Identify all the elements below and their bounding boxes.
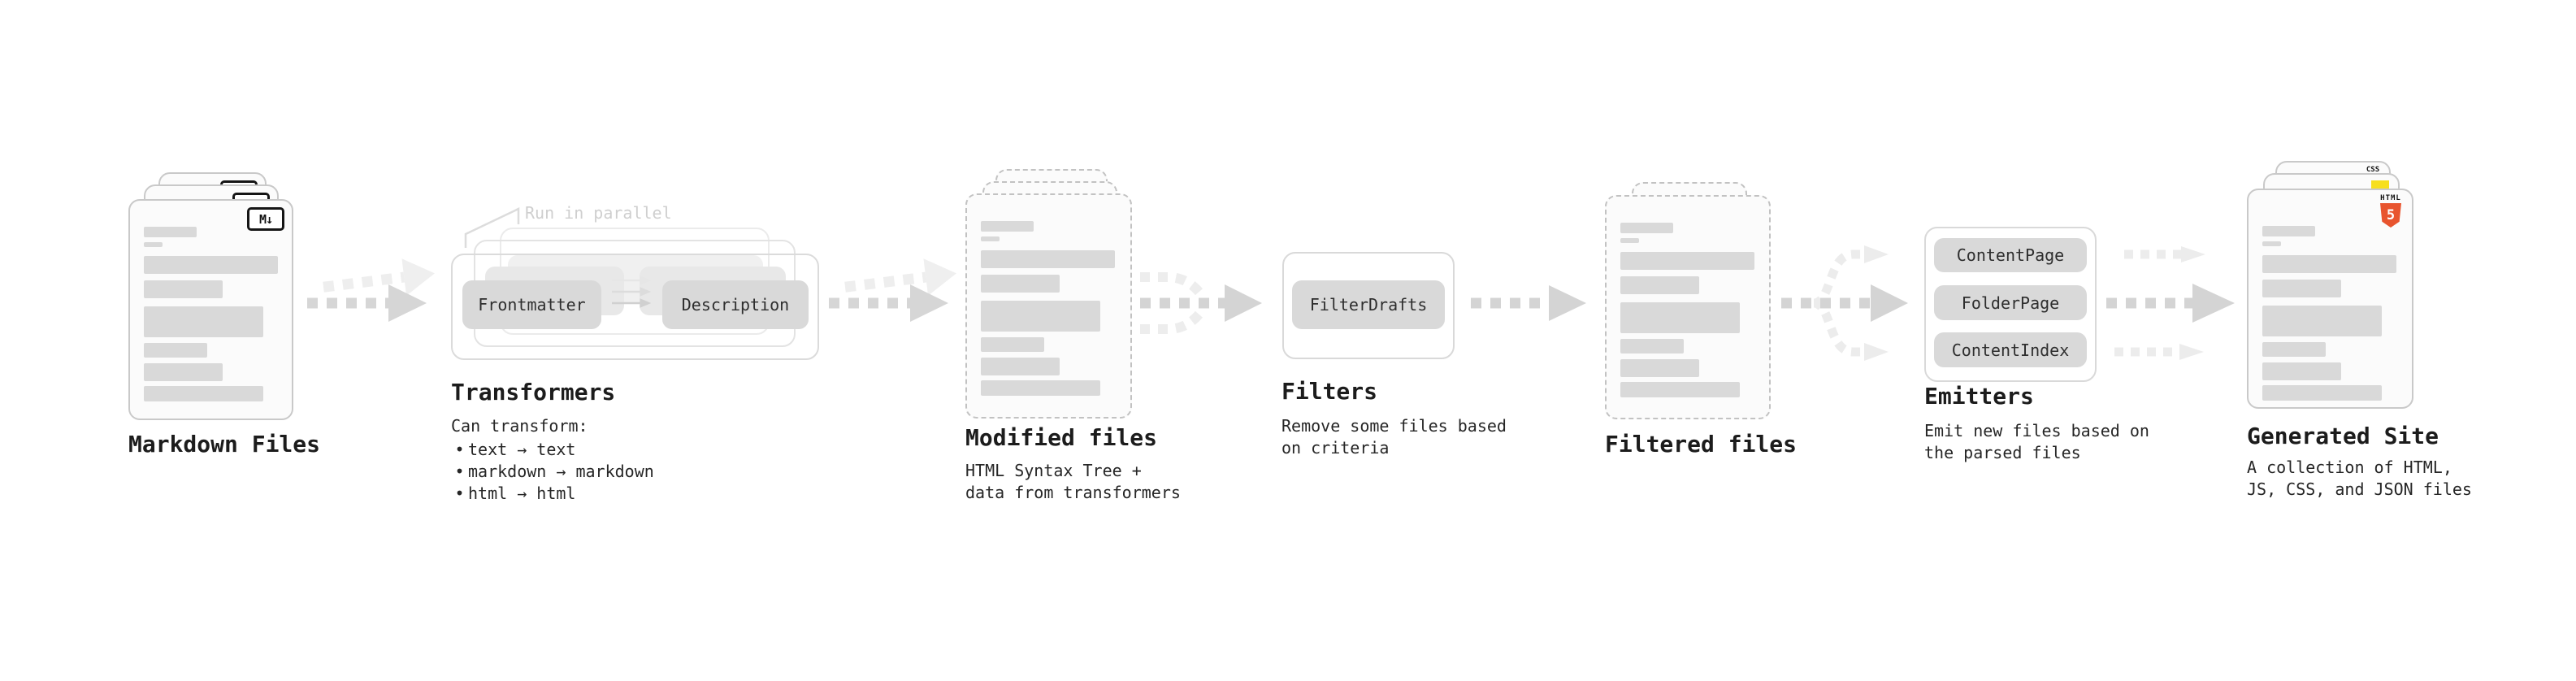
doc-line <box>1620 223 1673 233</box>
transformers-box-front <box>451 254 819 360</box>
modified-file-sheet-front <box>965 193 1132 419</box>
document-content-lines <box>144 227 280 401</box>
filters-label: Filters <box>1281 378 1378 405</box>
filtered-file-sheet-front <box>1605 195 1771 419</box>
flow-arrow-fanout-to-emitters <box>1781 245 1908 361</box>
doc-line <box>1620 302 1740 333</box>
emitters-subtitle: Emit new files based on the parsed files <box>1924 421 2149 462</box>
doc-line <box>981 250 1115 268</box>
doc-line <box>1620 276 1699 294</box>
doc-line <box>144 363 223 381</box>
bullet-marker: • <box>454 484 465 503</box>
doc-line <box>1620 252 1754 270</box>
bullet-marker: • <box>454 462 465 481</box>
doc-line <box>981 221 1034 232</box>
doc-line <box>144 386 263 401</box>
markdown-files-label: Markdown Files <box>128 431 321 458</box>
html5-shield-icon: 5 <box>2380 203 2401 228</box>
doc-line <box>2262 255 2396 273</box>
bullet-item: •text → text <box>451 439 654 461</box>
pill-contentpage: ContentPage <box>1934 238 2087 272</box>
bullet-text: markdown → markdown <box>468 462 654 481</box>
flow-arrows-emitters-to-generated <box>2106 246 2235 360</box>
bullet-marker: • <box>454 440 465 459</box>
doc-line <box>2262 385 2382 401</box>
transformers-label: Transformers <box>451 379 616 406</box>
doc-line <box>1620 359 1699 377</box>
bullet-text: text → text <box>468 440 576 459</box>
generated-site-label: Generated Site <box>2247 423 2439 449</box>
document-content-lines <box>2262 226 2400 401</box>
run-in-parallel-annotation: Run in parallel <box>525 203 672 223</box>
doc-line <box>144 343 207 358</box>
doc-line <box>2262 306 2382 336</box>
flow-arrow-markdown-to-transformers <box>307 258 435 322</box>
pill-contentindex: ContentIndex <box>1934 332 2087 367</box>
document-content-lines <box>981 221 1119 396</box>
modified-files-label: Modified files <box>965 424 1158 451</box>
run-in-parallel-leader-line <box>464 207 520 248</box>
generated-site-subtitle: A collection of HTML, JS, CSS, and JSON … <box>2247 458 2472 499</box>
flow-arrow-merge-to-filters <box>1140 272 1262 334</box>
doc-line <box>2262 280 2341 297</box>
doc-line <box>1620 238 1639 243</box>
doc-line <box>981 275 1060 293</box>
markdown-file-sheet-front: M↓ <box>128 199 293 420</box>
markdown-icon: M↓ <box>247 207 284 231</box>
doc-line <box>2262 362 2341 380</box>
doc-line <box>2262 241 2281 246</box>
doc-line <box>981 236 1000 241</box>
javascript-icon <box>2371 180 2389 189</box>
pill-filterdrafts: FilterDrafts <box>1292 280 1445 329</box>
generated-sheet-html: HTML 5 <box>2247 189 2413 409</box>
doc-line <box>981 380 1100 396</box>
emitters-label: Emitters <box>1924 383 2034 410</box>
flow-arrow-transformers-to-modified <box>829 258 956 322</box>
doc-line <box>144 242 163 247</box>
doc-line <box>144 256 278 274</box>
filters-subtitle: Remove some files based on criteria <box>1281 416 1507 458</box>
pill-frontmatter: Frontmatter <box>462 280 601 329</box>
pill-connector-arrows-icon <box>612 275 652 308</box>
document-content-lines <box>1620 223 1758 397</box>
doc-line <box>2262 342 2326 357</box>
doc-line <box>144 306 263 337</box>
bullet-item: •markdown → markdown <box>451 461 654 483</box>
bullet-text: html → html <box>468 484 576 503</box>
filtered-files-label: Filtered files <box>1605 431 1798 458</box>
pill-description: Description <box>662 280 809 329</box>
doc-line <box>981 358 1060 375</box>
transformers-subtitle: Can transform: <box>451 416 588 436</box>
doc-line <box>1620 339 1684 354</box>
html5-icon: HTML 5 <box>2379 194 2402 228</box>
flow-arrow-filters-to-filtered <box>1471 285 1586 321</box>
pill-folderpage: FolderPage <box>1934 285 2087 320</box>
html5-icon-label: HTML <box>2380 194 2401 202</box>
doc-line <box>1620 382 1740 397</box>
transformers-bullet-list: •text → text •markdown → markdown •html … <box>451 439 654 505</box>
doc-line <box>981 337 1044 352</box>
modified-files-subtitle: HTML Syntax Tree + data from transformer… <box>965 461 1181 502</box>
css-icon-label: CSS <box>2366 166 2380 174</box>
doc-line <box>981 301 1100 332</box>
bullet-item: •html → html <box>451 483 654 505</box>
doc-line <box>2262 226 2315 236</box>
doc-line <box>144 227 197 237</box>
doc-line <box>144 280 223 298</box>
